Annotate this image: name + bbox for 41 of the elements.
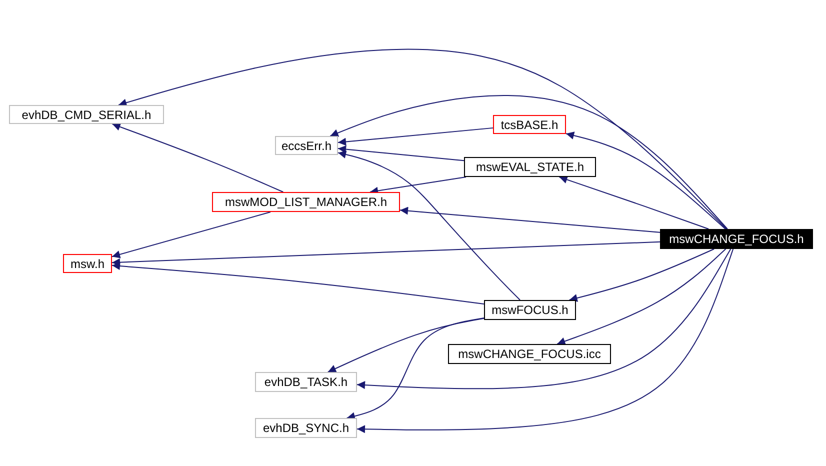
- file-name: mswFOCUS.h: [492, 303, 568, 317]
- arrow: [330, 95, 728, 230]
- arrow: [327, 318, 484, 372]
- file-box: [484, 300, 576, 320]
- file-box: [448, 344, 611, 364]
- arrow: [338, 145, 464, 162]
- arrow: [556, 248, 726, 346]
- file-box: [493, 115, 566, 134]
- arrow: [112, 212, 271, 258]
- file-name: evhDB_CMD_SERIAL.h: [22, 108, 152, 122]
- file-box: [464, 157, 596, 177]
- file-name: mswEVAL_STATE.h: [476, 160, 584, 174]
- arrow: [118, 48, 728, 230]
- file-name: evhDB_TASK.h: [264, 375, 348, 389]
- arrow: [356, 248, 732, 390]
- arrow: [566, 132, 726, 230]
- file-name: msw.h: [70, 256, 104, 270]
- file-name: mswMOD_LIST_MANAGER.h: [224, 195, 388, 209]
- arrow: [112, 241, 660, 266]
- file-box: [255, 418, 357, 438]
- file-name: tcsBASE.h: [500, 118, 558, 132]
- file-name: mswCHANGE_FOCUS.h: [669, 232, 804, 246]
- file-box: [660, 229, 813, 249]
- arrow: [338, 150, 520, 300]
- arrow: [346, 318, 484, 420]
- arrow: [112, 123, 284, 192]
- file-box: [275, 136, 338, 155]
- file-box: [212, 192, 400, 212]
- file-name: mswCHANGE_FOCUS.icc: [458, 347, 601, 361]
- arrow: [400, 206, 660, 233]
- arrow: [370, 176, 466, 195]
- arrow: [338, 127, 494, 146]
- file-name: evhDB_SYNC.h: [262, 421, 350, 435]
- arrow: [356, 248, 734, 434]
- file-box: [255, 372, 357, 392]
- file-name: eccsErr.h: [281, 138, 332, 152]
- file-box: [63, 254, 112, 273]
- arrow: [568, 248, 715, 302]
- arrow: [112, 262, 484, 304]
- file-box: [9, 105, 164, 124]
- arrow: [558, 176, 710, 230]
